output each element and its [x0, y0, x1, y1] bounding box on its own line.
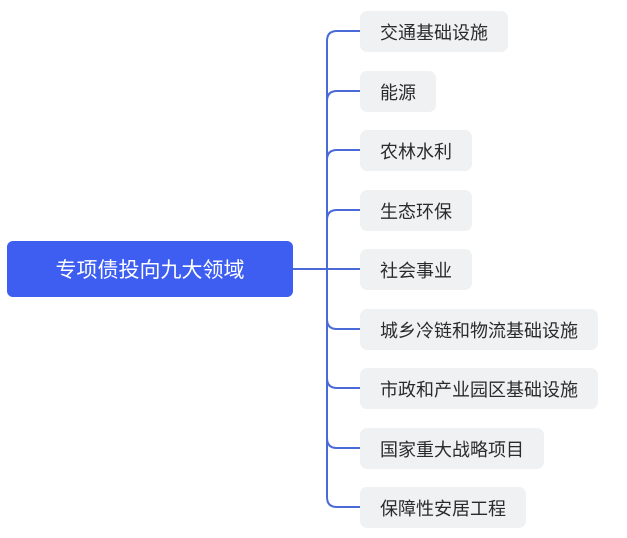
child-node[interactable]: 社会事业 — [360, 249, 472, 290]
child-node[interactable]: 能源 — [360, 71, 436, 112]
branch-line — [326, 269, 360, 449]
branch-line — [326, 269, 360, 508]
branch-line — [326, 209, 360, 269]
branch-line — [326, 30, 360, 269]
child-node[interactable]: 市政和产业园区基础设施 — [360, 368, 598, 409]
child-node[interactable]: 城乡冷链和物流基础设施 — [360, 309, 598, 350]
child-node[interactable]: 农林水利 — [360, 130, 472, 171]
child-node[interactable]: 生态环保 — [360, 190, 472, 231]
child-node[interactable]: 国家重大战略项目 — [360, 428, 544, 469]
root-node[interactable]: 专项债投向九大领域 — [7, 241, 293, 297]
branch-line — [326, 90, 360, 269]
child-node[interactable]: 交通基础设施 — [360, 11, 508, 52]
branch-line — [326, 149, 360, 269]
branch-line — [326, 269, 360, 330]
child-node[interactable]: 保障性安居工程 — [360, 487, 526, 528]
